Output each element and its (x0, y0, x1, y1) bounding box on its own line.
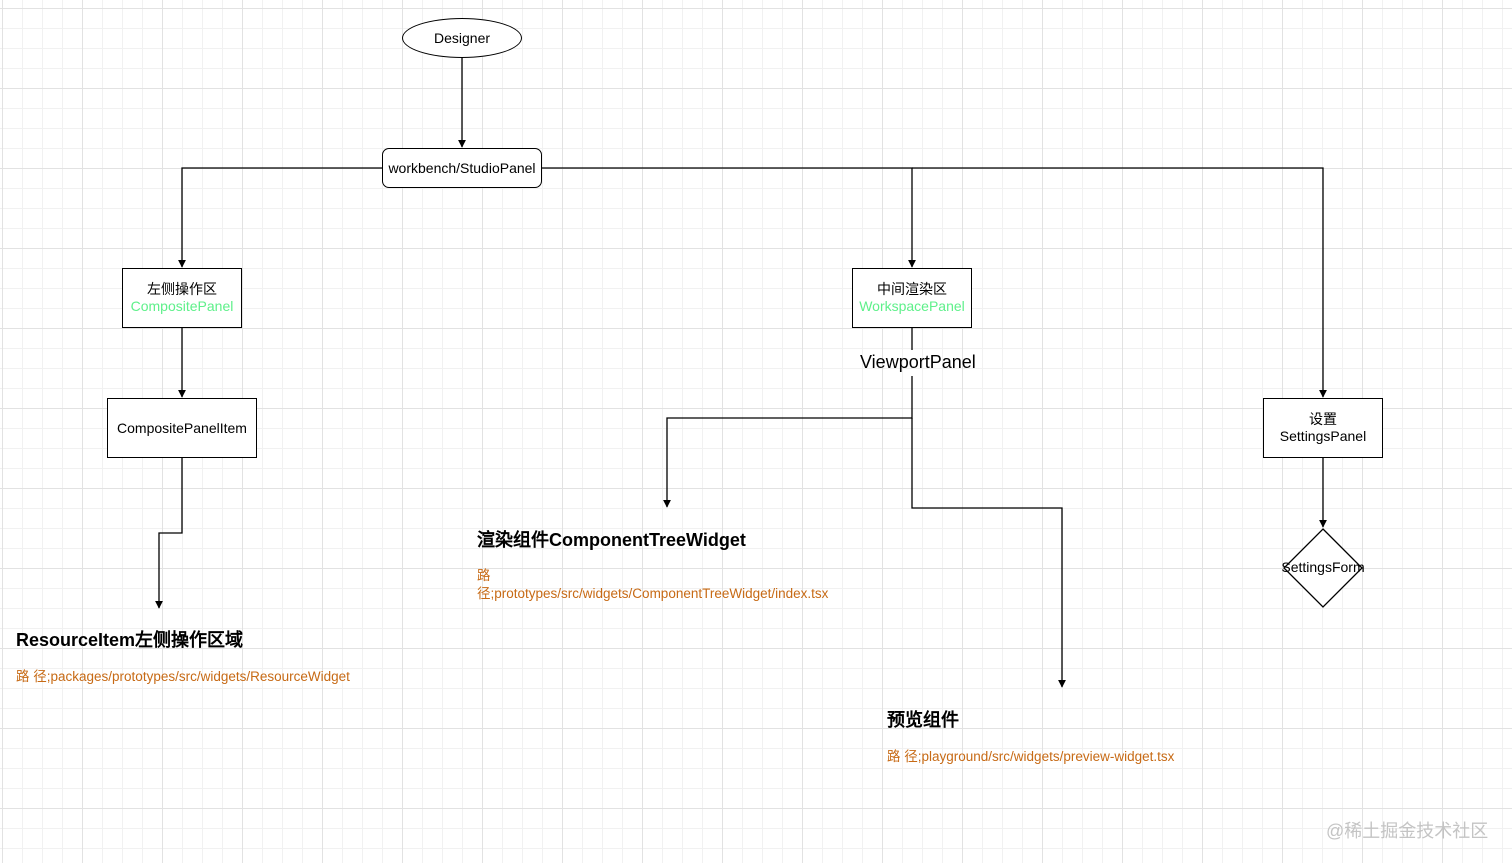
designer-label: Designer (433, 29, 491, 46)
settings-form-label: SettingsForm (1281, 559, 1365, 575)
edge-studio-to-workspace-panel (542, 167, 916, 268)
preview-path: 路 径;playground/src/widgets/preview-widge… (887, 749, 1175, 764)
edge-viewport-to-component-tree (663, 376, 913, 508)
component-tree-heading: 渲染组件ComponentTreeWidget (477, 530, 746, 550)
resource-item-path: 路 径;packages/prototypes/src/widgets/Reso… (16, 669, 350, 684)
composite-panel-item-label: CompositePanelItem (117, 419, 247, 436)
workspace-panel-node: 中间渲染区 WorkspacePanel (852, 268, 972, 328)
component-tree-path-line1: 路 (477, 568, 491, 583)
composite-panel-subtitle: CompositePanel (130, 298, 234, 314)
studio-panel-label: workbench/StudioPanel (388, 159, 536, 176)
settings-panel-subtitle: SettingsPanel (1279, 428, 1367, 444)
edge-studio-to-composite-panel (178, 167, 382, 268)
composite-panel-title: 左侧操作区 (147, 281, 217, 297)
composite-panel-node: 左侧操作区 CompositePanel (122, 268, 242, 328)
edge-viewport-to-preview (911, 418, 1066, 688)
designer-node: Designer (402, 18, 522, 58)
component-tree-path-line2: 径;prototypes/src/widgets/ComponentTreeWi… (477, 586, 829, 601)
settings-form-diamond (1283, 528, 1363, 608)
component-tree-path: 路 径;prototypes/src/widgets/ComponentTree… (477, 567, 828, 603)
workspace-panel-title: 中间渲染区 (877, 281, 947, 297)
composite-panel-item-node: CompositePanelItem (107, 398, 257, 458)
resource-item-heading: ResourceItem左侧操作区域 (16, 630, 244, 650)
workspace-panel-subtitle: WorkspacePanel (859, 298, 965, 314)
studio-panel-node: workbench/StudioPanel (382, 148, 542, 188)
settings-panel-node: 设置 SettingsPanel (1263, 398, 1383, 458)
preview-heading: 预览组件 (887, 710, 959, 730)
edge-studio-to-settings-panel (912, 167, 1327, 398)
settings-panel-title: 设置 (1309, 411, 1337, 427)
viewport-panel-label: ViewportPanel (860, 352, 976, 372)
watermark-text: @稀土掘金技术社区 (1326, 821, 1489, 841)
edge-item-to-resource-item (155, 458, 183, 609)
